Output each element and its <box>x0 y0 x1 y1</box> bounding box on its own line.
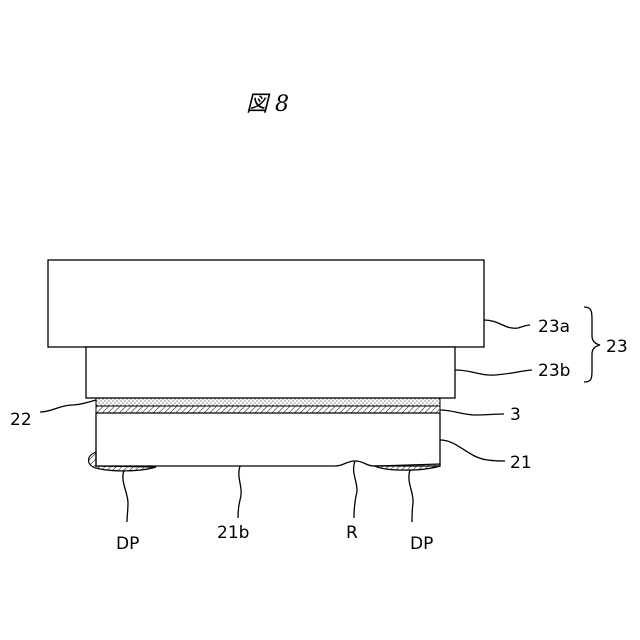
label-23a: 23a <box>538 317 570 337</box>
leader-23a <box>484 320 530 328</box>
layer-3 <box>96 406 440 413</box>
label-3: 3 <box>510 405 521 425</box>
leader-dp-right <box>409 470 413 522</box>
leader-21 <box>440 440 505 461</box>
leader-3 <box>440 410 504 415</box>
brace-23 <box>584 307 600 382</box>
layer-22 <box>96 398 440 406</box>
label-dp-right: DP <box>410 534 433 554</box>
label-r: R <box>346 523 358 543</box>
label-21b: 21b <box>217 523 249 543</box>
label-dp-left: DP <box>116 534 139 554</box>
layer-23b <box>86 347 455 398</box>
label-21: 21 <box>510 453 532 473</box>
figure-title: 図 8 <box>246 92 289 117</box>
leader-23b <box>455 370 532 375</box>
layer-23a <box>48 260 484 347</box>
label-23: 23 <box>606 337 628 357</box>
leader-dp-left <box>123 470 128 522</box>
label-23b: 23b <box>538 361 570 381</box>
leader-22 <box>40 400 96 412</box>
label-22: 22 <box>10 410 32 430</box>
leader-r <box>354 461 357 518</box>
leader-21b <box>238 466 241 518</box>
substrate-21 <box>96 413 440 466</box>
